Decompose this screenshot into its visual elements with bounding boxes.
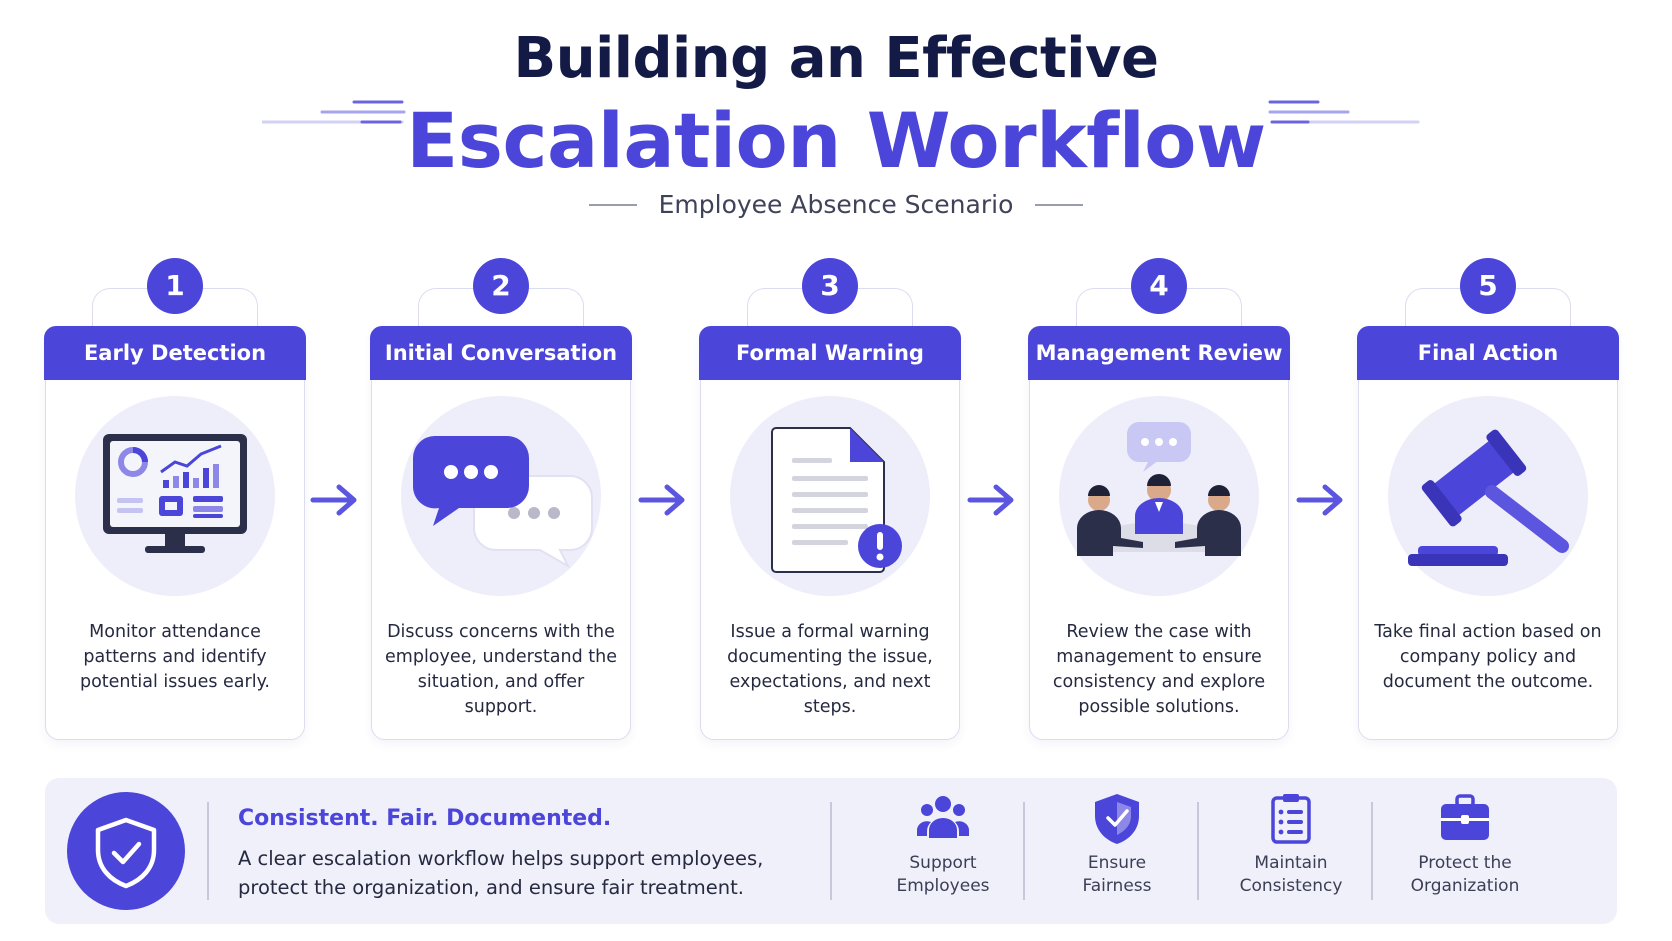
feature-ensure-fairness: Ensure Fairness <box>1027 792 1207 912</box>
step-number: 4 <box>1131 258 1187 314</box>
divider <box>830 802 832 900</box>
step-description: Monitor attendance patterns and identify… <box>79 622 270 692</box>
briefcase-icon <box>1441 794 1489 840</box>
summary-text: A clear escalation workflow helps suppor… <box>238 847 764 899</box>
arrow-right-icon <box>967 484 1014 516</box>
subtitle-divider-right <box>1035 203 1084 206</box>
step-final-action: 5 Final Action Take final action based o… <box>1357 258 1619 740</box>
speed-lines-left-icon <box>262 100 406 124</box>
step-description: Issue a formal warning documenting the i… <box>727 622 933 717</box>
arrow-right-icon <box>638 484 685 516</box>
divider <box>1023 802 1025 900</box>
step-number: 2 <box>473 258 529 314</box>
step-number: 5 <box>1460 258 1516 314</box>
feature-label-line2: Organization <box>1410 876 1520 896</box>
step-description: Take final action based on company polic… <box>1374 622 1602 692</box>
subtitle-divider-left <box>588 203 637 206</box>
subtitle: Employee Absence Scenario <box>658 190 1014 219</box>
page-title-line1: Building an Effective <box>513 26 1159 91</box>
step-number: 3 <box>802 258 858 314</box>
step-title: Formal Warning <box>699 326 961 380</box>
arrow-right-icon <box>1296 484 1343 516</box>
clipboard-list-icon <box>1271 794 1311 844</box>
step-description: Discuss concerns with the employee, unde… <box>385 622 617 717</box>
feature-label: Ensure Fairness <box>1027 852 1207 898</box>
feature-label-line2: Employees <box>896 876 990 896</box>
step-title: Initial Conversation <box>370 326 632 380</box>
step-initial-conversation: 2 Initial Conversation Discuss concerns … <box>370 258 632 740</box>
feature-maintain-consistency: Maintain Consistency <box>1201 792 1381 912</box>
step-description: Review the case with management to ensur… <box>1052 622 1266 717</box>
people-group-icon <box>917 796 969 838</box>
monitor-dashboard-icon <box>75 396 275 596</box>
shield-check-icon <box>67 792 185 910</box>
step-title: Early Detection <box>44 326 306 380</box>
subtitle-row: Employee Absence Scenario <box>0 190 1672 219</box>
arrow-right-icon <box>310 484 357 516</box>
feature-label-line1: Maintain <box>1254 853 1328 873</box>
feature-label-line2: Fairness <box>1082 876 1152 896</box>
feature-label: Protect the Organization <box>1375 852 1555 898</box>
step-management-review: 4 Management Review Review the case with… <box>1028 258 1290 740</box>
feature-support-employees: Support Employees <box>853 792 1033 912</box>
page-title-line2: Escalation Workflow <box>406 96 1266 185</box>
feature-label-line1: Protect the <box>1418 853 1512 873</box>
summary-band: Consistent. Fair. Documented. A clear es… <box>45 778 1617 924</box>
feature-label: Maintain Consistency <box>1201 852 1381 898</box>
feature-label-line2: Consistency <box>1239 876 1343 896</box>
feature-protect-organization: Protect the Organization <box>1375 792 1555 912</box>
meeting-people-icon <box>1059 396 1259 596</box>
gavel-icon <box>1388 396 1588 596</box>
step-formal-warning: 3 Formal Warning Issue a formal warning … <box>699 258 961 740</box>
header: Building an Effective Escalation Workflo… <box>0 26 1672 186</box>
step-early-detection: 1 Early Detection Monitor attendance <box>44 258 306 740</box>
shield-icon <box>1095 794 1139 844</box>
divider <box>207 802 209 900</box>
step-number: 1 <box>147 258 203 314</box>
step-title: Final Action <box>1357 326 1619 380</box>
summary-title: Consistent. Fair. Documented. <box>238 806 612 831</box>
warning-document-icon <box>730 396 930 596</box>
chat-bubbles-icon <box>401 396 601 596</box>
divider <box>1197 802 1199 900</box>
feature-label-line1: Support <box>909 853 977 873</box>
feature-label: Support Employees <box>853 852 1033 898</box>
speed-lines-right-icon <box>1268 100 1420 124</box>
feature-label-line1: Ensure <box>1087 853 1147 873</box>
divider <box>1371 802 1373 900</box>
step-title: Management Review <box>1028 326 1290 380</box>
